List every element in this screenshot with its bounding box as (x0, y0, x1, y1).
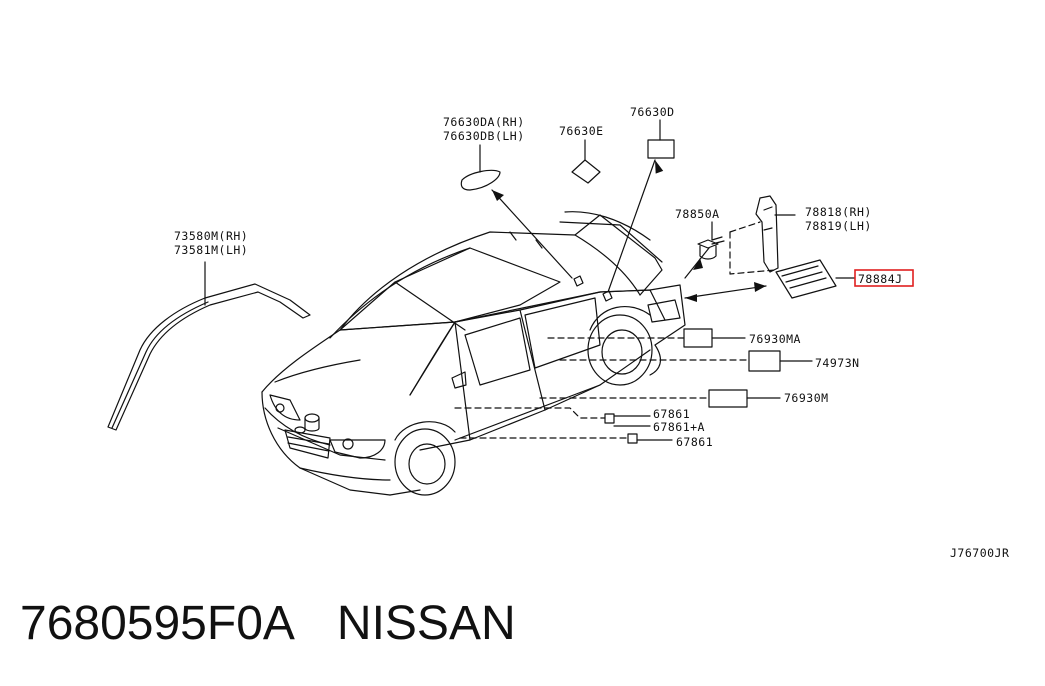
bracket-part-78818 (755, 195, 779, 273)
emblem-part-76630DA (460, 169, 501, 191)
dashed-leader-lines (454, 221, 776, 439)
part-number: 7680595F0A (20, 597, 295, 650)
clip-part-78850A (697, 236, 725, 260)
label-76630D: 76630D (630, 105, 675, 119)
label-78884J: 78884J (858, 272, 903, 286)
label-76630DA: 76630DA(RH) (443, 115, 525, 129)
diagram-code: J76700JR (950, 546, 1009, 560)
patch-part-76630D (647, 139, 675, 159)
part-labels: 76630DA(RH) 76630DB(LH) 76630E 76630D 73… (174, 105, 1009, 560)
label-67861A: 67861+A (653, 420, 705, 434)
label-78819: 78819(LH) (805, 219, 872, 233)
clip-part-67861-b (627, 433, 638, 444)
label-76630DB: 76630DB(LH) (443, 129, 525, 143)
footer-caption: 7680595F0A NISSAN (20, 596, 516, 651)
arrow-heads (492, 160, 766, 302)
label-73581M: 73581M(LH) (174, 243, 248, 257)
brand-name: NISSAN (336, 597, 516, 650)
label-78818: 78818(RH) (805, 205, 872, 219)
clip-part-67861-a (604, 413, 615, 424)
pad-part-76930M (708, 389, 748, 408)
pad-part-74973N (748, 350, 781, 372)
label-76930M: 76930M (784, 391, 829, 405)
molding-part-73580M (107, 283, 311, 431)
highlight-box-78884J (854, 269, 914, 287)
vent-part-78884J (775, 259, 837, 299)
car-body-illustration (261, 211, 686, 496)
label-67861-bottom: 67861 (676, 435, 713, 449)
patch-part-76630E (571, 159, 601, 184)
label-76630E: 76630E (559, 124, 604, 138)
label-78850A: 78850A (675, 207, 720, 221)
label-67861-top: 67861 (653, 407, 690, 421)
leader-lines (204, 119, 856, 441)
label-74973N: 74973N (815, 356, 860, 370)
label-76930MA: 76930MA (749, 332, 801, 346)
label-73580M: 73580M(RH) (174, 229, 248, 243)
pad-part-76930MA (683, 328, 713, 348)
